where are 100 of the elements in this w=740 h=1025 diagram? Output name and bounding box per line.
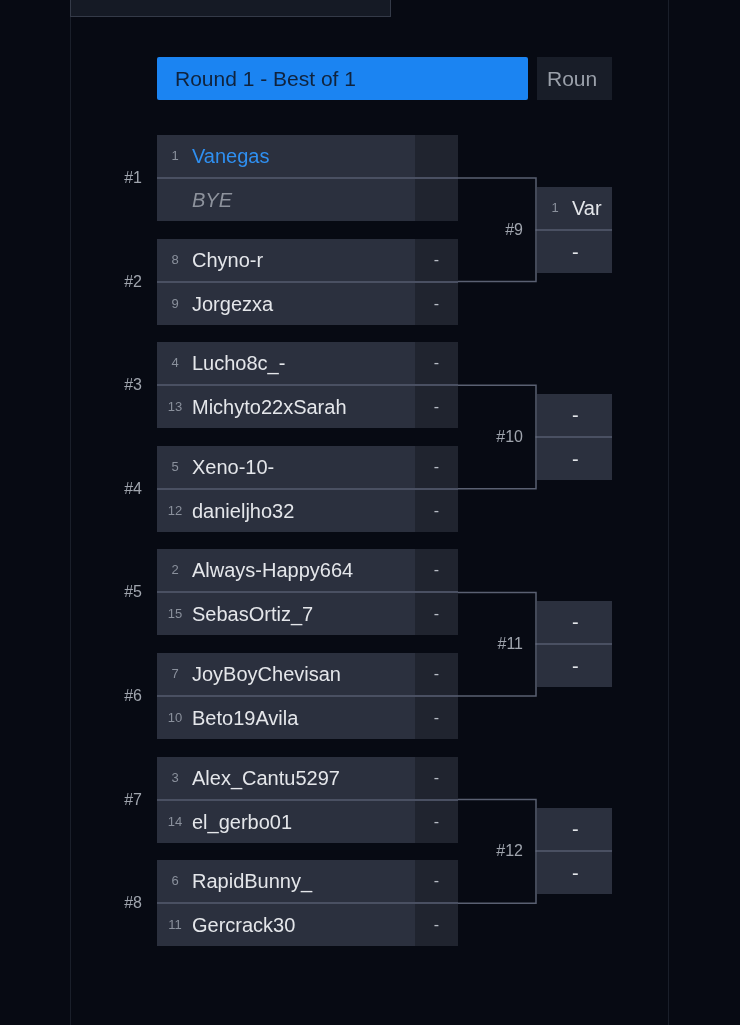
match-card [537, 394, 612, 480]
score-cell: - [415, 282, 458, 325]
player-row [157, 445, 458, 488]
match-number: #7 [124, 790, 142, 809]
match-card [157, 445, 458, 532]
player-name: Gercrack30 [192, 913, 296, 937]
tbd-dash: - [572, 403, 579, 427]
score-cell: - [415, 549, 458, 592]
seed-number: 2 [171, 563, 179, 578]
player-row [157, 238, 458, 281]
score-cell: - [415, 238, 458, 281]
seed-number: 4 [171, 356, 179, 371]
match-card [157, 342, 458, 429]
round-tab: Roun [537, 57, 612, 100]
match-card [157, 549, 458, 636]
bracket-line [457, 798, 538, 852]
score-cell: - [415, 860, 458, 903]
match-card [157, 238, 458, 325]
player-row [157, 386, 458, 429]
round-tab: Round 1 - Best of 1 [157, 57, 528, 100]
seed-number: 13 [167, 400, 183, 415]
score-cell: - [415, 386, 458, 429]
match-number: #5 [124, 583, 142, 602]
player-row [157, 653, 458, 695]
player-row [157, 860, 458, 903]
match-card [157, 860, 458, 947]
score-cell: - [415, 342, 458, 385]
match-card [537, 808, 612, 894]
player-row [157, 489, 458, 532]
player-row [157, 179, 458, 221]
tbd-dash: - [572, 240, 579, 264]
player-row [537, 808, 612, 850]
player-name: Alex_Cantu5297 [192, 766, 340, 790]
tbd-dash: - [572, 610, 579, 634]
player-row [157, 800, 458, 843]
match-number: #2 [124, 272, 142, 291]
player-name: Vanegas [192, 144, 270, 168]
player-name: el_gerbo01 [192, 810, 293, 834]
tbd-dash: - [572, 817, 579, 841]
player-row [537, 645, 612, 687]
player-name: Beto19Avila [192, 706, 299, 730]
seed-number: 3 [171, 770, 179, 785]
match-card [157, 135, 458, 221]
player-name: Michyto22xSarah [192, 395, 347, 419]
seed-number: 15 [167, 607, 183, 622]
player-row [537, 187, 612, 229]
seed-number: 11 [168, 918, 182, 933]
seed-number: 1 [171, 148, 179, 164]
bracket-line [457, 850, 538, 904]
top-card [70, 0, 391, 17]
seed-number: 5 [171, 459, 179, 474]
match-number: #12 [496, 842, 523, 860]
seed-number: 12 [167, 503, 183, 518]
bracket-line [457, 643, 538, 697]
match-number: #6 [124, 687, 142, 705]
seed-number: 9 [171, 296, 179, 311]
match-number: #8 [124, 894, 142, 912]
score-cell: - [415, 800, 458, 843]
player-row [537, 601, 612, 643]
score-cell: - [415, 756, 458, 799]
match-number: #4 [124, 480, 142, 498]
match-number: #1 [124, 169, 142, 187]
player-name: Chyno-r [192, 248, 264, 272]
bracket-line [457, 436, 538, 490]
seed-number: 14 [167, 814, 183, 829]
match-number: #11 [497, 635, 523, 653]
seed-number: 8 [171, 252, 179, 267]
player-name: JoyBoyChevisan [192, 662, 341, 686]
match-card [537, 187, 612, 273]
seed-number: 6 [171, 874, 179, 889]
seed-number: 1 [551, 200, 559, 216]
match-number: #10 [496, 428, 523, 446]
seed-number: 10 [167, 710, 183, 726]
score-cell: - [415, 593, 458, 636]
player-row [157, 904, 458, 947]
player-name: RapidBunny_ [192, 869, 313, 893]
bye-label: BYE [192, 188, 233, 212]
player-name: Always-Happy664 [192, 558, 354, 582]
player-row [157, 593, 458, 636]
player-name: danieljho32 [192, 499, 295, 523]
score-cell: - [415, 489, 458, 532]
player-name: SebasOrtiz_7 [192, 602, 314, 626]
player-row [537, 852, 612, 894]
player-row [537, 438, 612, 480]
match-card [157, 653, 458, 739]
match-card [157, 756, 458, 843]
tbd-dash: - [572, 447, 579, 471]
tbd-dash: - [572, 654, 579, 678]
bracket-line [457, 229, 538, 283]
match-number: #9 [505, 221, 523, 239]
player-row [157, 135, 458, 177]
bracket-line [457, 591, 538, 645]
player-row [157, 697, 458, 739]
player-row [537, 231, 612, 273]
bracket-line [457, 177, 538, 231]
player-name: Jorgezxa [192, 292, 274, 316]
player-name: Var [572, 196, 602, 220]
bracket-line [457, 384, 538, 438]
player-row [157, 282, 458, 325]
player-row [537, 394, 612, 436]
